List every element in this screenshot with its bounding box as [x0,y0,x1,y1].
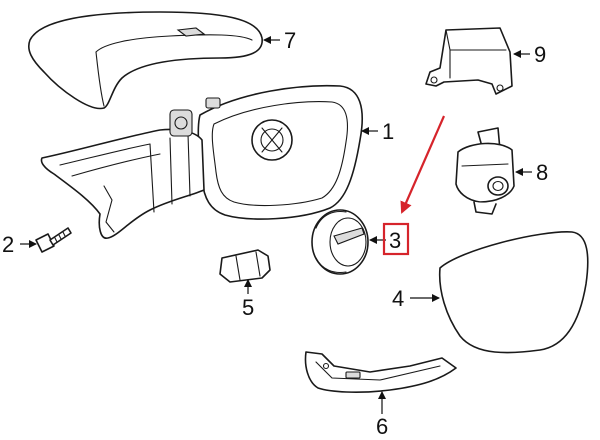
callout-1: 1 [382,119,394,144]
part-5-connector [219,249,271,283]
part-7-mirror-cover [28,11,263,110]
part-4-mirror-glass [438,231,589,354]
part-1-mirror-housing [40,84,363,239]
callout-6: 6 [376,414,388,439]
leader-lines [20,36,532,414]
callout-8: 8 [536,160,548,185]
part-3-actuator-motor [311,209,369,275]
part-6-turn-signal-lamp [304,351,457,393]
callout-4: 4 [392,286,404,311]
callout-5: 5 [242,295,254,320]
highlight-arrow [400,115,446,214]
callout-3: 3 [389,228,401,253]
part-9-bracket [425,27,513,95]
callout-3-highlight-box [382,222,410,256]
callout-7: 7 [284,28,296,53]
part-2-screw [35,227,72,253]
callout-2: 2 [2,232,14,257]
callout-9: 9 [534,42,546,67]
callout-labels: 7 1 2 3 4 5 6 8 9 [2,28,548,439]
part-8-camera-module [455,127,515,215]
